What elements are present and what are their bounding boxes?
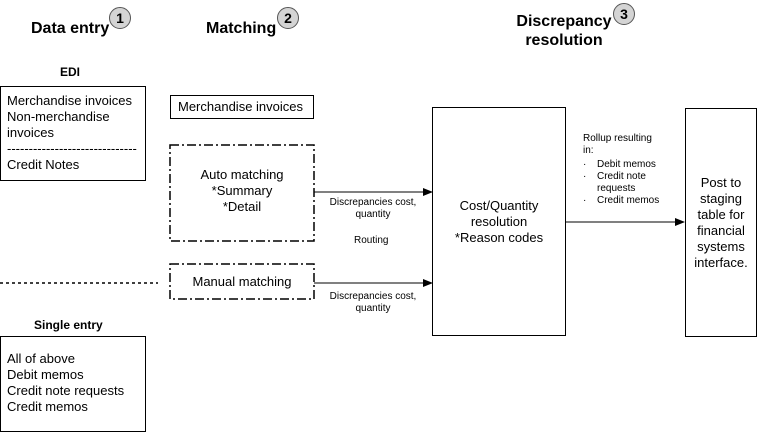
- edi-label: EDI: [60, 65, 81, 79]
- step-badge-1: 1: [109, 7, 131, 29]
- edi-box: Merchandise invoices Non-merchandise inv…: [0, 86, 146, 181]
- header-matching: Matching: [206, 20, 277, 37]
- auto-matching-box-border: [169, 144, 315, 242]
- header-data-entry: Data entry: [31, 20, 110, 37]
- step-badge-3: 3: [613, 3, 635, 25]
- discrepancies-label-2: Discrepancies cost, quantity: [329, 291, 417, 314]
- post-to-staging-box: Post to staging table for financial syst…: [685, 108, 757, 337]
- manual-matching-box-border: [169, 263, 315, 300]
- step-badge-2: 2: [277, 7, 299, 29]
- rollup-bullet-credit-note-requests: · Credit note requests: [583, 171, 646, 194]
- cost-quantity-resolution-box: Cost/Quantity resolution *Reason codes: [432, 107, 566, 336]
- header-discrepancy-resolution: Discrepancy resolution: [516, 13, 612, 49]
- routing-label: Routing: [354, 235, 389, 246]
- merchandise-invoices-box: Merchandise invoices: [170, 95, 314, 119]
- rollup-bullet-credit-memos: · Credit memos: [583, 195, 660, 206]
- auto-matching-text: Auto matching *Summary *Detail: [200, 167, 284, 214]
- single-entry-box: All of above Debit memos Credit note req…: [0, 336, 146, 432]
- rollup-text: Rollup resulting in: · Debit memos · Cre…: [583, 133, 679, 207]
- single-entry-label: Single entry: [34, 318, 103, 332]
- discrepancies-label-1: Discrepancies cost, quantity: [329, 197, 417, 220]
- rollup-bullet-debit-memos: · Debit memos: [583, 159, 656, 170]
- manual-matching-text: Manual matching: [192, 274, 292, 289]
